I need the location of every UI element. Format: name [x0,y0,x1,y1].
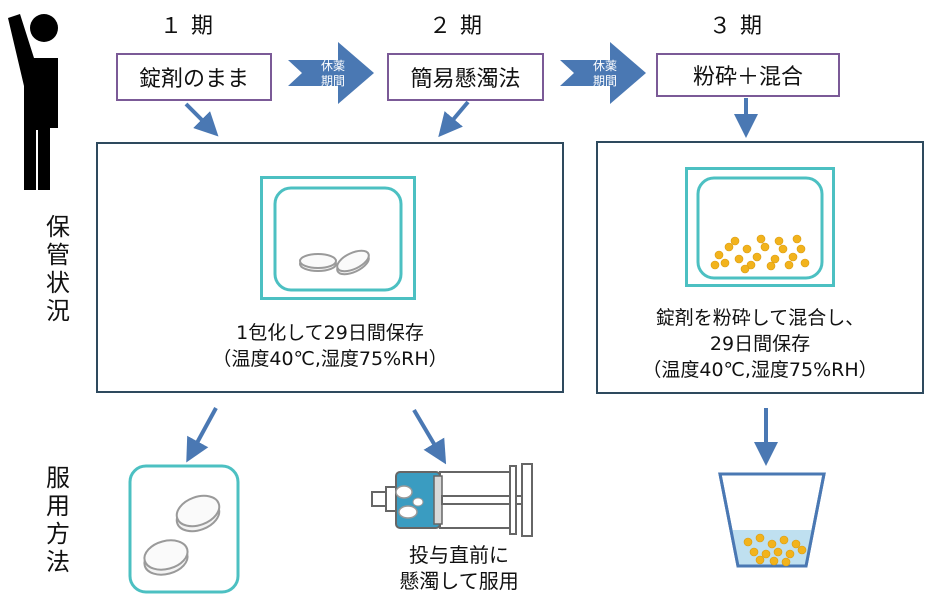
usage-label-char: 服 [46,464,70,492]
washout-2-top-text: 休薬 [593,59,617,73]
storage-left-caption: 1包化して29日間保存 （温度40℃,湿度75%RH） [98,320,562,372]
phase-1-label: １ 期 [160,14,214,39]
storage-label-char: 況 [46,297,70,325]
arrow-storage-to-tablet-usage [186,407,218,463]
phase-3-label: ３ 期 [709,14,763,39]
storage-left-caption-line: （温度40℃,湿度75%RH） [212,348,448,370]
syringe-caption-line: 投与直前に [409,543,509,567]
cup-icon [718,472,826,568]
storage-label: 保 管 状 況 [44,213,72,325]
person-icon [8,14,58,190]
tablet-packet-icon [260,176,416,300]
storage-label-char: 状 [46,269,70,297]
storage-label-char: 保 [46,213,70,241]
arrow-suspension-to-storage [438,100,470,138]
washout-1-top-text: 休薬 [321,59,345,73]
storage-right-caption-line: 29日間保存 [709,333,811,355]
syringe-icon [371,463,533,537]
washout-arrow-1: 休薬 期間 [288,42,374,104]
washout-arrow-2: 休薬 期間 [560,42,646,104]
usage-label-char: 用 [46,492,70,520]
method-box-tablet: 錠剤のまま [116,53,272,101]
method-crush-mix-label: 粉砕＋混合 [692,65,803,90]
storage-right-caption-line: 錠剤を粉砕して混合し、 [655,307,865,329]
arrow-tablet-to-storage [184,102,219,137]
method-box-crush-mix: 粉砕＋混合 [656,53,840,97]
washout-1-bottom-text: 期間 [321,74,345,88]
storage-label-char: 管 [46,241,70,269]
storage-right-caption: 錠剤を粉砕して混合し、 29日間保存 （温度40℃,湿度75%RH） [598,305,922,383]
syringe-caption-line: 懸濁して服用 [399,569,519,593]
storage-right-caption-line: （温度40℃,湿度75%RH） [642,359,878,381]
method-suspension-label: 簡易懸濁法 [410,67,521,92]
storage-left-caption-line: 1包化して29日間保存 [236,322,424,344]
phase-2-label: ２ 期 [429,14,483,39]
usage-label: 服 用 方 法 [44,464,72,576]
method-box-suspension: 簡易懸濁法 [387,53,544,101]
syringe-caption: 投与直前に 懸濁して服用 [374,542,544,594]
method-tablet-label: 錠剤のまま [138,67,249,92]
usage-label-char: 法 [46,548,70,576]
usage-label-char: 方 [46,520,70,548]
washout-2-bottom-text: 期間 [593,74,617,88]
powder-packet-icon [685,167,835,287]
tablet-packet-usage-icon [128,464,240,594]
arrow-storage-to-syringe [412,408,447,465]
